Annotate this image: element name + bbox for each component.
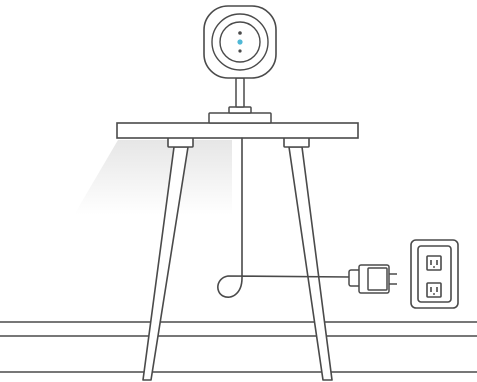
table-legs [142, 136, 333, 381]
camera-indicator-light [237, 39, 243, 45]
camera-lens-dot [238, 31, 242, 35]
security-camera [203, 5, 277, 79]
table-shadow [74, 140, 232, 215]
power-adapter [348, 264, 397, 294]
floor-baseboard [0, 321, 477, 373]
camera-stand [208, 77, 272, 124]
wall-outlet [410, 239, 459, 309]
table-top [116, 122, 359, 139]
power-cable [217, 137, 351, 298]
